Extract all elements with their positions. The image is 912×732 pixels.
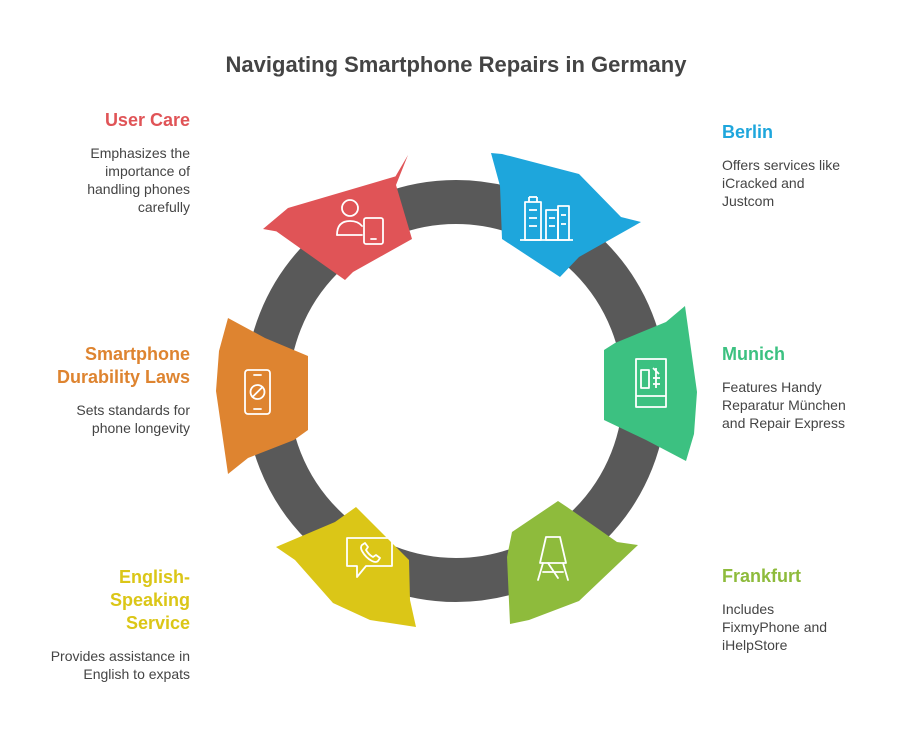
english-item: English-Speaking Service Provides assist… — [20, 566, 190, 683]
frankfurt-title: Frankfurt — [722, 566, 802, 586]
munich-item: Munich Features Handy Reparatur München … — [722, 343, 892, 432]
segment-english — [276, 507, 416, 627]
durability-description: Sets standards for phone longevity — [76, 402, 190, 436]
diagram-title: Navigating Smartphone Repairs in Germany — [225, 52, 687, 77]
user-care-title: User Care — [104, 110, 190, 130]
english-title: English-Speaking Service — [109, 567, 190, 633]
sandwich-board-icon — [537, 536, 569, 581]
durability-title: Smartphone Durability Laws — [56, 344, 190, 387]
berlin-title: Berlin — [722, 122, 774, 142]
frankfurt-description: Includes FixmyPhone and iHelpStore — [722, 601, 828, 653]
segment-durability — [216, 318, 308, 474]
munich-title: Munich — [722, 344, 785, 364]
phone-prohibited-icon — [244, 369, 271, 415]
berlin-item: Berlin Offers services like iCracked and… — [722, 121, 892, 210]
segment-frankfurt — [507, 501, 638, 624]
segment-munich — [604, 306, 697, 461]
munich-description: Features Handy Reparatur München and Rep… — [722, 379, 846, 431]
phone-chat-icon — [346, 537, 393, 578]
durability-item: Smartphone Durability Laws Sets standard… — [20, 343, 190, 437]
english-description: Provides assistance in English to expats — [50, 648, 190, 682]
frankfurt-item: Frankfurt Includes FixmyPhone and iHelpS… — [722, 565, 892, 654]
storefront-icon — [635, 358, 667, 408]
city-buildings-icon — [520, 196, 573, 241]
segment-user-care — [263, 155, 412, 280]
berlin-description: Offers services like iCracked and Justco… — [722, 157, 840, 209]
user-care-item: User Care Emphasizes the importance of h… — [20, 109, 190, 216]
user-care-description: Emphasizes the importance of handling ph… — [87, 145, 190, 215]
person-phone-icon — [336, 199, 384, 245]
